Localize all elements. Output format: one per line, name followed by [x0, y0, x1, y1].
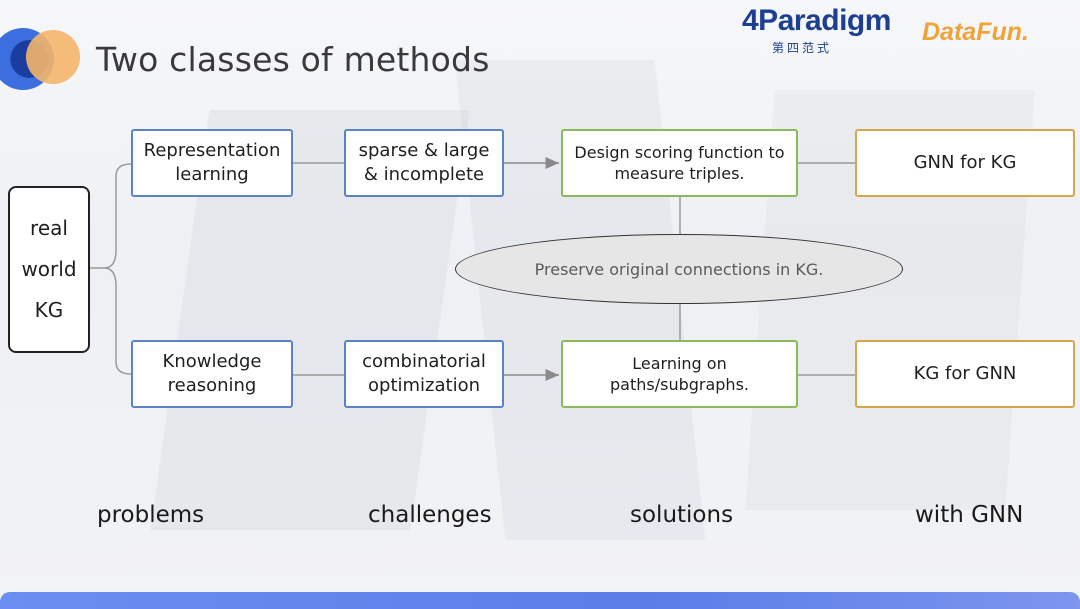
node-sparse-large-incomplete: sparse & large & incomplete [344, 129, 504, 197]
node-gnn-for-kg: GNN for KG [855, 129, 1075, 197]
root-node-real-world-kg: real world KG [8, 186, 90, 353]
node-line: combinatorial [362, 351, 486, 373]
node-kg-for-gnn: KG for GNN [855, 340, 1075, 408]
page-title: Two classes of methods [96, 40, 490, 79]
node-line: Learning on [632, 353, 727, 373]
node-design-scoring-function: Design scoring function to measure tripl… [561, 129, 798, 197]
node-learning-on-paths: Learning on paths/subgraphs. [561, 340, 798, 408]
column-label-solutions: solutions [630, 502, 734, 528]
node-line: Knowledge [162, 351, 262, 373]
brand-logo-4paradigm-subtext: 第四范式 [772, 41, 833, 55]
shared-note-ellipse: Preserve original connections in KG. [455, 234, 903, 304]
node-line: optimization [368, 375, 480, 396]
column-label-with-gnn: with GNN [915, 502, 1024, 528]
node-line: Design scoring function to [574, 142, 785, 162]
node-line: measure triples. [614, 164, 745, 183]
root-node-line: world [21, 257, 77, 281]
node-knowledge-reasoning: Knowledge reasoning [131, 340, 293, 408]
node-line: paths/subgraphs. [610, 375, 749, 394]
node-representation-learning: Representation learning [131, 129, 293, 197]
bracket-connector [90, 163, 132, 375]
brand-logo-4paradigm-text: 4Paradigm [742, 4, 891, 37]
root-node-line: KG [34, 298, 64, 322]
node-line: & incomplete [363, 164, 485, 185]
column-label-problems: problems [97, 502, 205, 528]
node-line: learning [175, 164, 249, 185]
column-label-challenges: challenges [368, 502, 492, 528]
node-combinatorial-optimization: combinatorial optimization [344, 340, 504, 408]
root-node-line: real [30, 216, 68, 240]
node-line: sparse & large [358, 140, 490, 162]
brand-logo-datafun: DataFun. [922, 18, 1029, 46]
footer-bar [0, 592, 1080, 609]
node-line: Representation [143, 140, 281, 162]
node-line: reasoning [167, 375, 257, 396]
slide-logo-icon [0, 24, 84, 94]
brand-logo-4paradigm: 4Paradigm 第四范式 [742, 4, 902, 58]
